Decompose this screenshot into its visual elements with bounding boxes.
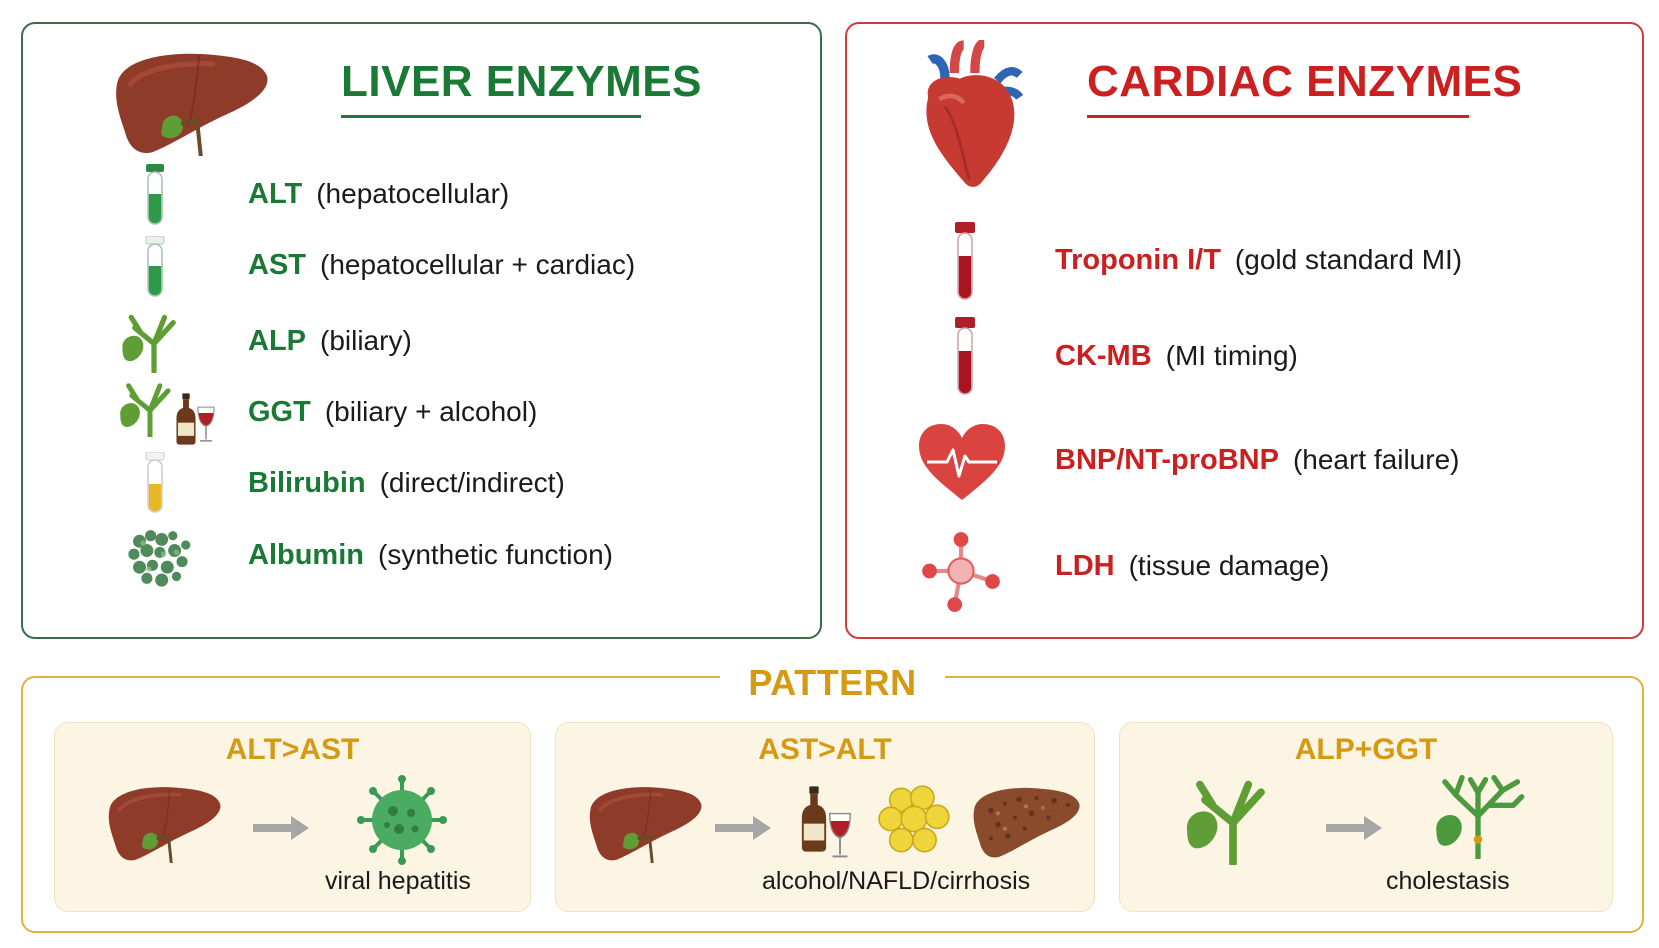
enzyme-desc: (gold standard MI) <box>1234 244 1463 275</box>
cardiac-item-bnp: BNP/NT-proBNP (heart failure) <box>1055 435 1459 485</box>
alcohol-bottle-icon <box>800 779 828 859</box>
enzyme-desc: (tissue damage) <box>1128 550 1330 581</box>
cardiac-item-ldh: LDH (tissue damage) <box>1055 541 1329 591</box>
pattern-panel-title: PATTERN <box>720 662 945 703</box>
wine-glass-icon <box>826 811 854 859</box>
gallbladder-icon <box>1182 773 1284 865</box>
molecule-icon <box>919 529 1003 613</box>
enzyme-abbr: Troponin I/T <box>1055 243 1221 276</box>
pattern-box-caption: alcohol/NAFLD/cirrhosis <box>762 867 1031 895</box>
enzyme-desc: (biliary + alcohol) <box>324 396 538 427</box>
enzyme-abbr: LDH <box>1055 549 1115 582</box>
cardiac-item-ck-mb: CK-MB (MI timing) <box>1055 331 1298 381</box>
enzyme-abbr: GGT <box>248 395 311 428</box>
enzyme-abbr: ALT <box>248 177 303 210</box>
enzyme-desc: (heart failure) <box>1292 444 1460 475</box>
yellow-test-tube-icon <box>143 452 167 516</box>
cardiac-panel-title: CARDIAC ENZYMES <box>1087 57 1523 106</box>
enzyme-desc: (direct/indirect) <box>379 467 565 498</box>
liver-icon <box>586 781 704 863</box>
heart-ecg-icon <box>917 422 1007 502</box>
arrow-right-icon <box>712 813 774 843</box>
liver-panel-title: LIVER ENZYMES <box>341 57 702 106</box>
pattern-box-alt-ast: ALT>AST viral hepatitis <box>54 722 531 912</box>
arrow-right-icon <box>249 813 313 843</box>
red-test-tube-icon <box>953 317 977 397</box>
liver-enzymes-panel: LIVER ENZYMES ALT (hepatocellular) AST (… <box>21 22 822 639</box>
liver-item-alt: ALT (hepatocellular) <box>248 169 509 219</box>
enzyme-abbr: ALP <box>248 324 306 357</box>
pattern-box-alp-ggt: ALP+GGT cholestasis <box>1119 722 1613 912</box>
pattern-panel: PATTERN ALT>AST viral hepatitis AST>ALT … <box>21 662 1644 933</box>
red-test-tube-icon <box>953 222 977 302</box>
enzyme-desc: (synthetic function) <box>378 539 613 570</box>
protein-cluster-icon <box>121 524 195 590</box>
virus-icon <box>357 775 447 865</box>
pattern-box-caption: cholestasis <box>1386 867 1510 895</box>
liver-item-alp: ALP (biliary) <box>248 316 412 366</box>
enzyme-abbr: Bilirubin <box>248 466 366 499</box>
enzyme-abbr: BNP/NT-proBNP <box>1055 443 1279 476</box>
liver-item-ast: AST (hepatocellular + cardiac) <box>248 240 635 290</box>
arrow-right-icon <box>1322 813 1386 843</box>
liver-icon <box>105 781 223 863</box>
liver-item-bilirubin: Bilirubin (direct/indirect) <box>248 458 565 508</box>
enzyme-abbr: CK-MB <box>1055 339 1152 372</box>
liver-icon <box>111 46 271 156</box>
liver-title-underline <box>341 115 641 118</box>
enzyme-desc: (MI timing) <box>1165 340 1298 371</box>
liver-item-ggt: GGT (biliary + alcohol) <box>248 387 537 437</box>
pattern-box-ast-alt: AST>ALT alcohol/NAFLD/cirrhosis <box>555 722 1095 912</box>
enzyme-abbr: AST <box>248 248 306 281</box>
enzyme-desc: (biliary) <box>320 325 412 356</box>
enzyme-abbr: Albumin <box>248 538 364 571</box>
gallbladder-icon <box>119 309 189 373</box>
pattern-box-title: AST>ALT <box>758 733 892 766</box>
green-test-tube-icon <box>143 236 167 300</box>
enzyme-desc: (hepatocellular + cardiac) <box>320 249 636 280</box>
bile-duct-tree-icon <box>1430 773 1526 859</box>
pattern-box-title: ALP+GGT <box>1294 733 1438 766</box>
cardiac-title-underline <box>1087 115 1469 118</box>
green-test-tube-icon <box>143 164 167 228</box>
liver-item-albumin: Albumin (synthetic function) <box>248 530 613 580</box>
enzyme-desc: (hepatocellular) <box>316 178 510 209</box>
cardiac-enzymes-panel: CARDIAC ENZYMES Troponin I/T (gold stand… <box>845 22 1644 639</box>
pattern-box-title: ALT>AST <box>225 733 360 766</box>
cardiac-item-troponin: Troponin I/T (gold standard MI) <box>1055 235 1462 285</box>
fat-droplets-icon <box>878 783 952 857</box>
heart-icon <box>917 40 1029 192</box>
cirrhotic-liver-icon <box>970 781 1082 861</box>
pattern-box-caption: viral hepatitis <box>325 867 471 895</box>
gallbladder-alcohol-icon <box>117 379 227 449</box>
